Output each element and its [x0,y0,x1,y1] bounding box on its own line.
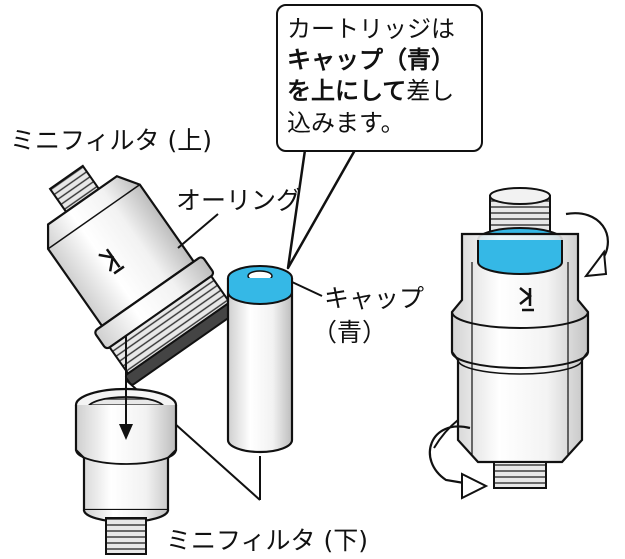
logo-mark-top-filter [98,248,125,275]
callout-line-2: キャップ（青） [287,46,455,75]
mini-filter-bottom [74,380,178,555]
label-mini-filter-top: ミニフィルタ (上) [10,126,212,155]
callout-line-4: 込みます。 [287,108,405,137]
assembled-filter [450,187,590,489]
label-cap: キャップ [324,284,425,313]
rotate-arrow-bottom [428,419,489,500]
callout-line-3-bold: を上にして [287,77,407,106]
mini-filter-top [46,164,240,386]
callout-line-1: カートリッジは [287,15,455,43]
label-o-ring: オーリング [176,186,302,215]
rotate-arrow-top [565,212,609,278]
label-mini-filter-bottom: ミニフィルタ (下) [166,526,368,555]
callout-line-3: を上にして差し [287,76,472,107]
cartridge [226,265,294,500]
callout-line-3-rest: 差し [406,77,455,106]
logo-mark-assembled [519,287,534,312]
instruction-callout: カートリッジは キャップ（青） を上にして差し 込みます。 [276,4,483,152]
cap-leader [291,281,323,297]
o-ring-leader [177,213,219,249]
label-cap-blue: （青） [312,318,388,347]
down-arrow [119,380,133,440]
